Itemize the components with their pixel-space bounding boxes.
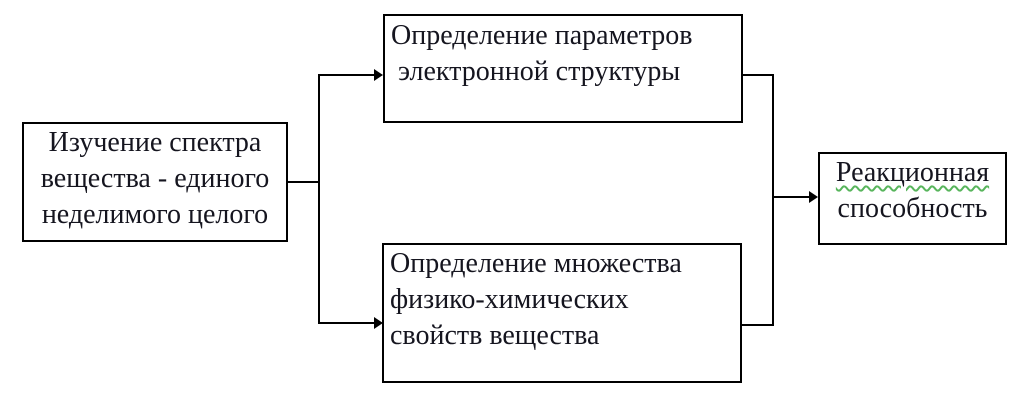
connector-to-top-box xyxy=(318,74,376,76)
arrowhead-icon xyxy=(374,317,383,329)
arrowhead-icon xyxy=(809,191,818,203)
misspelled-word: Реакционная xyxy=(835,157,990,188)
node-text-line: свойств вещества xyxy=(390,320,600,351)
connector-merge-vertical xyxy=(772,74,774,326)
node-text-line: неделимого целого xyxy=(41,199,269,230)
node-text-line: Определение параметров xyxy=(391,20,693,51)
connector-to-right-box xyxy=(772,196,811,198)
node-text-line: Изучение спектра xyxy=(48,127,262,158)
node-text-line: вещества - единого xyxy=(40,163,270,194)
node-text-line: Реакционная xyxy=(820,155,1005,191)
arrowhead-icon xyxy=(374,69,383,81)
node-text-line: физико-химических xyxy=(390,284,629,315)
node-text-line: электронной структуры xyxy=(391,56,681,87)
node-electronic-structure-params: Определение параметров электронной струк… xyxy=(383,14,743,123)
node-spectrum-study: Изучение спектра вещества - единого неде… xyxy=(22,122,288,242)
node-reactivity: Реакционная способность xyxy=(818,152,1007,245)
node-text-line: способность xyxy=(837,193,988,224)
connector-left-stub xyxy=(288,181,320,183)
connector-from-bottom-box xyxy=(742,324,774,326)
node-physicochemical-properties: Определение множества физико-химических … xyxy=(382,243,742,383)
connector-to-bottom-box xyxy=(318,322,376,324)
connector-branch-vertical xyxy=(318,74,320,324)
node-text-line: Определение множества xyxy=(390,248,682,279)
connector-from-top-box xyxy=(743,74,774,76)
